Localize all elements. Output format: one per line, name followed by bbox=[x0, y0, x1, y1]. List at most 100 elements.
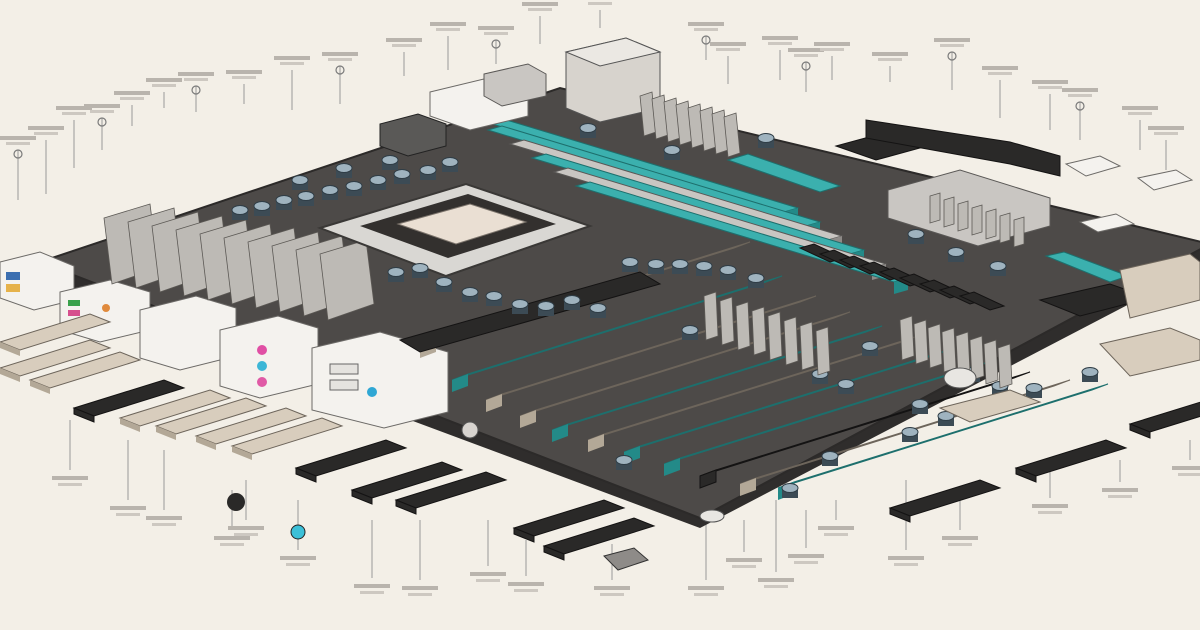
heatsink-fin bbox=[913, 319, 929, 365]
label-placeholder-bar bbox=[934, 38, 970, 42]
label-placeholder-bar bbox=[872, 52, 908, 56]
label-placeholder-bar bbox=[1102, 488, 1138, 492]
label-placeholder-bar bbox=[1122, 106, 1158, 110]
capacitor-top bbox=[1025, 383, 1043, 393]
leader-dot bbox=[335, 65, 345, 75]
capacitor-top bbox=[937, 411, 955, 421]
label-placeholder-bar bbox=[988, 72, 1012, 75]
heatsink-fin bbox=[943, 196, 955, 228]
label-placeholder-bar bbox=[386, 38, 422, 42]
pcie-slot-edge bbox=[740, 478, 756, 496]
connector-block bbox=[1136, 169, 1194, 191]
pcie-slot bbox=[451, 275, 783, 381]
label-placeholder-bar bbox=[788, 48, 824, 52]
capacitor-top bbox=[435, 277, 453, 287]
label-placeholder-bar bbox=[232, 76, 256, 79]
label-placeholder-bar bbox=[894, 563, 918, 566]
label-placeholder-bar bbox=[484, 32, 508, 35]
small-chip-part bbox=[603, 547, 649, 571]
capacitor-top bbox=[291, 175, 309, 185]
label-placeholder-bar bbox=[522, 2, 558, 6]
label-placeholder-bar bbox=[732, 565, 756, 568]
capacitor-top bbox=[757, 133, 775, 143]
heatsink-fin bbox=[983, 339, 999, 385]
capacitor-top bbox=[947, 247, 965, 257]
label-placeholder-bar bbox=[878, 58, 902, 61]
capacitor-top bbox=[419, 165, 437, 175]
label-placeholder-bar bbox=[184, 78, 208, 81]
exploded-slot-edge bbox=[232, 446, 252, 460]
exploded-slot-edge bbox=[120, 418, 140, 432]
label-placeholder-bar bbox=[982, 66, 1018, 70]
label-placeholder-bar bbox=[600, 593, 624, 596]
label-placeholder-bar bbox=[768, 42, 792, 45]
label-placeholder-bar bbox=[694, 593, 718, 596]
capacitor-top bbox=[461, 287, 479, 297]
label-placeholder-bar bbox=[286, 563, 310, 566]
label-placeholder-bar bbox=[226, 70, 262, 74]
pcie-slot-edge bbox=[664, 458, 680, 476]
capacitor-top bbox=[253, 201, 271, 211]
leader-dot bbox=[491, 39, 501, 49]
label-placeholder-bar bbox=[1148, 126, 1184, 130]
cpu-socket bbox=[316, 182, 594, 278]
label-placeholder-bar bbox=[688, 586, 724, 590]
rear-io-ports bbox=[0, 251, 449, 429]
capacitor-top bbox=[747, 273, 765, 283]
capacitor-top bbox=[647, 259, 665, 269]
heatsink-fin bbox=[999, 212, 1011, 244]
label-placeholder-bar bbox=[220, 543, 244, 546]
label-placeholder-bar bbox=[688, 22, 724, 26]
heatsink-fin bbox=[957, 200, 969, 232]
capacitor-top bbox=[901, 427, 919, 437]
heatsink-fin bbox=[799, 321, 815, 371]
heatsink-fin bbox=[899, 315, 915, 361]
label-placeholder-bar bbox=[1178, 473, 1200, 476]
exploded-slot bbox=[1014, 439, 1128, 477]
heatsink-fin bbox=[815, 326, 831, 376]
callout-label-placeholders bbox=[0, 2, 1200, 596]
exploded-slot bbox=[294, 439, 408, 477]
capacitor-top bbox=[381, 155, 399, 165]
heatsink-fin bbox=[941, 327, 957, 373]
coin-battery bbox=[461, 421, 479, 439]
label-placeholder-bar bbox=[478, 26, 514, 30]
heatsink-fin bbox=[723, 112, 741, 158]
label-placeholder-bar bbox=[1108, 495, 1132, 498]
capacitors bbox=[231, 123, 1099, 498]
exploded-slot-edge bbox=[395, 499, 417, 515]
capacitor-top bbox=[345, 181, 363, 191]
capacitor-top bbox=[861, 341, 879, 351]
label-placeholder-bar bbox=[1032, 504, 1068, 508]
label-placeholder-bar bbox=[1068, 94, 1092, 97]
label-placeholder-bar bbox=[56, 106, 92, 110]
chip-block bbox=[379, 113, 447, 157]
heatsink-fin bbox=[929, 192, 941, 224]
label-placeholder-bar bbox=[710, 42, 746, 46]
label-placeholder-bar bbox=[116, 513, 140, 516]
pcie-slot-edge bbox=[520, 410, 536, 428]
label-placeholder-bar bbox=[392, 44, 416, 47]
label-placeholder-bar bbox=[58, 483, 82, 486]
heatsink-fin bbox=[767, 311, 783, 361]
capacitor-top bbox=[231, 205, 249, 215]
label-placeholder-bar bbox=[1038, 511, 1062, 514]
heatsink-fin bbox=[719, 296, 735, 346]
leader-dot bbox=[1075, 101, 1085, 111]
dimm-slots bbox=[464, 111, 1130, 294]
label-placeholder-bar bbox=[764, 585, 788, 588]
label-placeholder-bar bbox=[514, 589, 538, 592]
label-placeholder-bar bbox=[758, 578, 794, 582]
label-placeholder-bar bbox=[114, 91, 150, 95]
capacitor-top bbox=[781, 483, 799, 493]
capacitor-top bbox=[393, 169, 411, 179]
label-placeholder-bar bbox=[274, 56, 310, 60]
label-placeholder-bar bbox=[52, 476, 88, 480]
label-placeholder-bar bbox=[110, 506, 146, 510]
callout-leader-lines bbox=[13, 10, 1191, 580]
label-placeholder-bar bbox=[948, 543, 972, 546]
label-placeholder-bar bbox=[528, 8, 552, 11]
heatsink-fin bbox=[997, 343, 1013, 389]
label-placeholder-bar bbox=[794, 561, 818, 564]
